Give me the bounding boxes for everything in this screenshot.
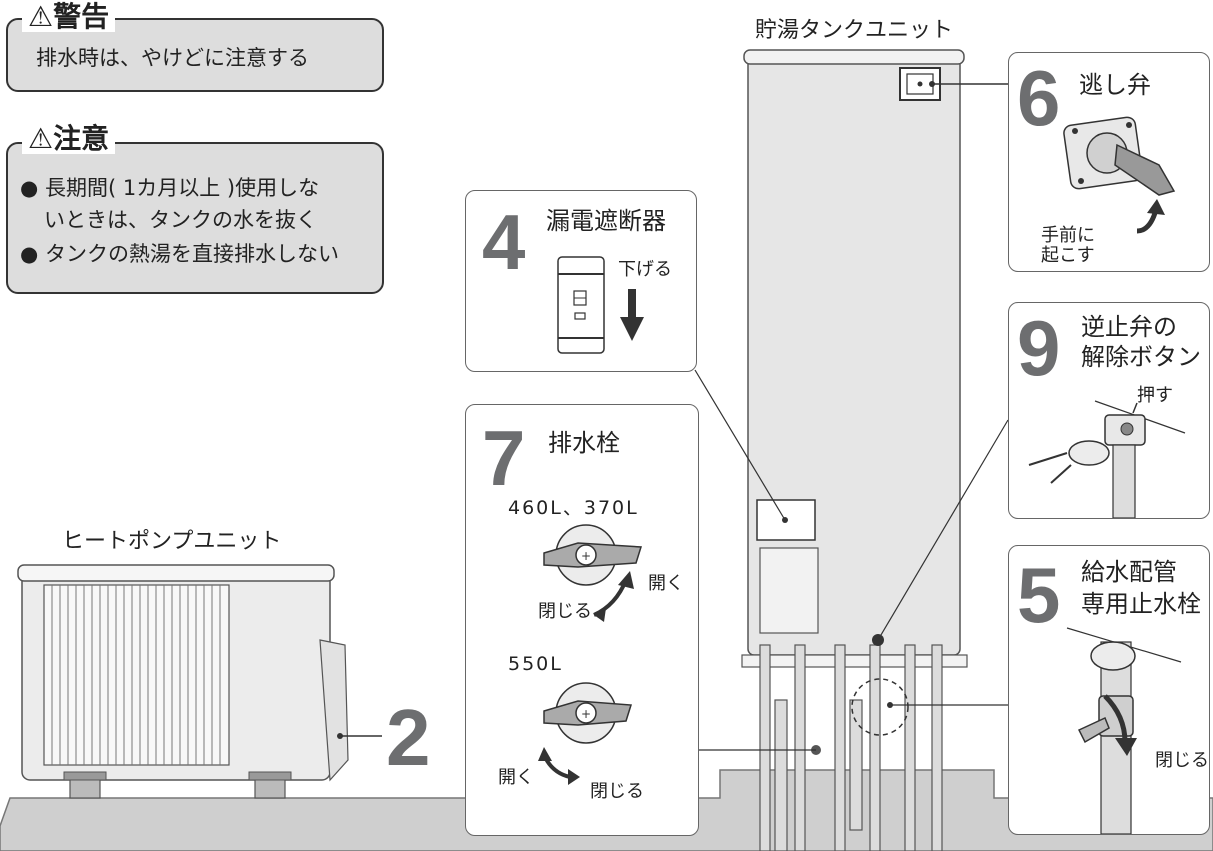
drain-variant-a: 460L、370L bbox=[508, 497, 639, 519]
svg-text:+: + bbox=[581, 707, 591, 721]
check-valve-action: 押す bbox=[1137, 385, 1173, 406]
relief-valve-panel: 6 逃し弁 手前に 起こす bbox=[1008, 52, 1210, 272]
heatpump-unit-label: ヒートポンプユニット bbox=[62, 529, 282, 554]
check-valve-panel: 9 逆止弁の 解除ボタン 押す bbox=[1008, 302, 1210, 519]
drain-plug-illustration: + + bbox=[538, 524, 643, 785]
supply-valve-number: 5 bbox=[1017, 551, 1061, 639]
breaker-title: 漏電遮断器 bbox=[546, 207, 666, 235]
heatpump-body bbox=[17, 564, 349, 799]
drain-a-close: 閉じる bbox=[538, 601, 592, 622]
caution-item-1b: いときは、タンクの水を抜く bbox=[44, 208, 317, 232]
check-valve-number: 9 bbox=[1017, 304, 1061, 392]
check-valve-title-1: 逆止弁の bbox=[1081, 313, 1177, 341]
supply-valve-title-1: 給水配管 bbox=[1081, 558, 1177, 586]
breaker-action: 下げる bbox=[618, 259, 672, 280]
drain-b-close: 閉じる bbox=[590, 781, 644, 802]
drain-plug-title: 排水栓 bbox=[548, 429, 620, 457]
caution-box bbox=[6, 142, 384, 294]
svg-text:+: + bbox=[581, 549, 591, 563]
supply-valve-action: 閉じる bbox=[1155, 750, 1209, 771]
drain-variant-b: 550L bbox=[508, 653, 563, 675]
caution-item-2: ● タンクの熱湯を直接排水しない bbox=[20, 242, 339, 266]
drain-b-open: 開く bbox=[498, 767, 534, 788]
leader-9 bbox=[877, 419, 1009, 641]
relief-valve-number: 6 bbox=[1017, 54, 1061, 142]
supply-valve-panel: 5 給水配管 専用止水栓 閉じる bbox=[1008, 545, 1210, 835]
drain-plug-panel: 7 排水栓 460L、370L 550L + + 開く 閉じる 開く 閉じる bbox=[465, 404, 699, 836]
check-valve-title-2: 解除ボタン bbox=[1081, 343, 1201, 371]
heatpump-number: 2 bbox=[386, 693, 431, 782]
drain-a-open: 開く bbox=[648, 573, 684, 594]
warning-text: 排水時は、やけどに注意する bbox=[36, 46, 309, 70]
warning-heading: ⚠警告 bbox=[22, 0, 116, 33]
breaker-illustration bbox=[557, 256, 644, 354]
warning-triangle-icon: ⚠ bbox=[28, 0, 54, 33]
relief-valve-action-1: 手前に bbox=[1041, 225, 1095, 246]
check-valve-illustration bbox=[1028, 400, 1186, 518]
leader-4 bbox=[694, 369, 786, 521]
caution-heading: ⚠注意 bbox=[22, 122, 116, 155]
drain-plug-number: 7 bbox=[482, 414, 526, 502]
tank-body bbox=[741, 49, 968, 851]
supply-valve-illustration bbox=[1066, 627, 1182, 834]
relief-valve-title: 逃し弁 bbox=[1079, 71, 1151, 99]
caution-triangle-icon: ⚠ bbox=[28, 122, 54, 155]
relief-valve-action-2: 起こす bbox=[1041, 245, 1095, 266]
breaker-panel: 4 漏電遮断器 下げる bbox=[465, 190, 697, 372]
breaker-number: 4 bbox=[482, 198, 526, 286]
relief-valve-illustration bbox=[1063, 116, 1176, 234]
caution-item-1: ● 長期間( 1カ月以上 )使用しな bbox=[20, 176, 320, 200]
supply-valve-title-2: 専用止水栓 bbox=[1081, 590, 1201, 618]
tank-unit-label: 貯湯タンクユニット bbox=[755, 18, 954, 43]
